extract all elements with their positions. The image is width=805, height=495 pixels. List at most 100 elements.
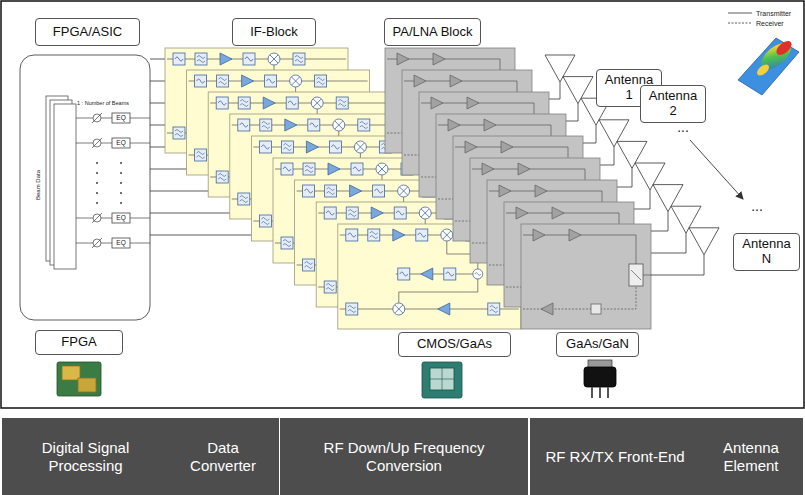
mixer-symbol	[441, 229, 453, 241]
transistor-leg	[607, 387, 609, 398]
eq-box	[112, 238, 130, 248]
bandpass-symbol	[173, 127, 185, 139]
mixer-cross	[378, 165, 386, 173]
amplifier-symbol	[450, 75, 462, 87]
amplifier-symbol	[533, 229, 545, 241]
amplifier-symbol	[518, 163, 530, 175]
filter-symbol	[308, 119, 320, 131]
legend-line-solid	[728, 13, 752, 14]
bandpass-symbol	[238, 193, 250, 205]
bandpass-symbol	[368, 229, 380, 241]
filter-symbol	[173, 53, 185, 65]
filter-symbol	[324, 207, 336, 219]
mixer-symbol	[376, 163, 388, 175]
radiation-lobe	[755, 62, 771, 77]
filter-wave	[219, 78, 227, 85]
phase-shifter-arrow	[92, 138, 102, 148]
box-label: Digital Signal Processing	[8, 439, 163, 475]
filter-symbol	[398, 268, 410, 280]
amplifier-symbol	[393, 229, 405, 241]
amplifier-symbol	[448, 119, 460, 131]
ellipsis-dot	[96, 182, 98, 184]
amplifier-symbol	[242, 75, 254, 87]
bandpass-symbol	[260, 119, 272, 131]
filter-wave	[338, 100, 346, 107]
mixer-cross	[378, 165, 386, 173]
filter-wave	[305, 189, 313, 193]
phase-shifter-arrow	[92, 213, 102, 223]
ellipsis-dot	[96, 192, 98, 194]
ellipsis-label: ...	[751, 199, 763, 213]
ellipsis-dot	[120, 182, 122, 184]
box-label: Antenna N	[741, 237, 793, 267]
box-label: PA/LNA Block	[393, 25, 473, 40]
wire	[210, 103, 389, 104]
filter-wave	[348, 306, 356, 313]
technology-box: CMOS/GaAs	[398, 332, 511, 357]
fpga-icon	[57, 362, 101, 396]
bandpass-symbol	[293, 53, 305, 65]
bandpass-symbol	[346, 207, 358, 219]
eq-label: EQ	[116, 140, 125, 147]
eq-label: EQ	[116, 240, 125, 247]
phase-shifter-symbol	[93, 214, 101, 222]
antenna-box: Antenna N	[733, 233, 800, 271]
amplifier-symbol	[397, 53, 409, 65]
filter-wave	[396, 211, 404, 215]
stage-band: Digital Signal Processing	[2, 418, 169, 495]
mixer-cross	[292, 77, 300, 85]
amplifier-symbol	[569, 229, 581, 241]
box-label: IF-Block	[250, 25, 298, 40]
filter-symbol	[346, 229, 358, 241]
stage-band: RF RX/TX Front-End	[530, 418, 700, 495]
wire	[232, 125, 411, 126]
mixer-symbol	[398, 185, 410, 197]
filter-wave	[288, 101, 296, 105]
fpga-icon-chip	[62, 366, 80, 380]
mixer-cross	[421, 209, 429, 217]
ellipsis-arrow	[690, 140, 743, 199]
axis-label: Beam Data	[35, 170, 41, 200]
cmos-icon	[422, 362, 462, 398]
mixer-symbol	[393, 303, 405, 315]
amplifier-symbol	[414, 75, 426, 87]
block-title: IF-Block	[232, 18, 316, 46]
mixer-symbol	[333, 119, 345, 131]
amplifier-symbol	[482, 163, 494, 175]
filter-wave	[240, 100, 248, 107]
ellipsis-label: ...	[677, 120, 689, 134]
filter-symbol	[259, 141, 271, 153]
transistor-leg	[599, 387, 601, 398]
phase-shifter-symbol	[93, 139, 101, 147]
antenna-box: Antenna 2	[640, 85, 706, 123]
filter-symbol	[281, 163, 293, 175]
amplifier-symbol	[516, 207, 528, 219]
antenna-feed	[651, 255, 704, 275]
bandpass-symbol	[488, 303, 500, 315]
filter-wave	[327, 188, 335, 195]
filter-wave	[375, 189, 383, 193]
bandpass-symbol	[325, 185, 337, 197]
mixer-cross	[313, 99, 321, 107]
block-title: PA/LNA Block	[384, 18, 481, 46]
eq-box	[112, 138, 130, 148]
mixer-cross	[443, 231, 451, 239]
ellipsis-dot	[120, 162, 122, 164]
bandpass-symbol	[217, 75, 229, 87]
amplifier-symbol	[431, 97, 443, 109]
amplifier-symbol	[371, 207, 383, 219]
transistor-leg	[591, 387, 593, 398]
wire	[643, 275, 651, 276]
amplifier-symbol	[552, 207, 564, 219]
box-label: FPGA/ASIC	[53, 25, 122, 40]
amplifier-symbol	[433, 53, 445, 65]
mixer-cross	[395, 305, 403, 313]
stage-band: Antenna Element	[699, 418, 803, 495]
filter-wave	[197, 152, 205, 159]
mixer-symbol	[354, 141, 366, 153]
switch-blade	[631, 270, 641, 280]
mixer-cross	[356, 143, 364, 151]
ellipsis-dot	[120, 192, 122, 194]
amplifier-symbol	[467, 97, 479, 109]
filter-wave	[197, 56, 205, 63]
